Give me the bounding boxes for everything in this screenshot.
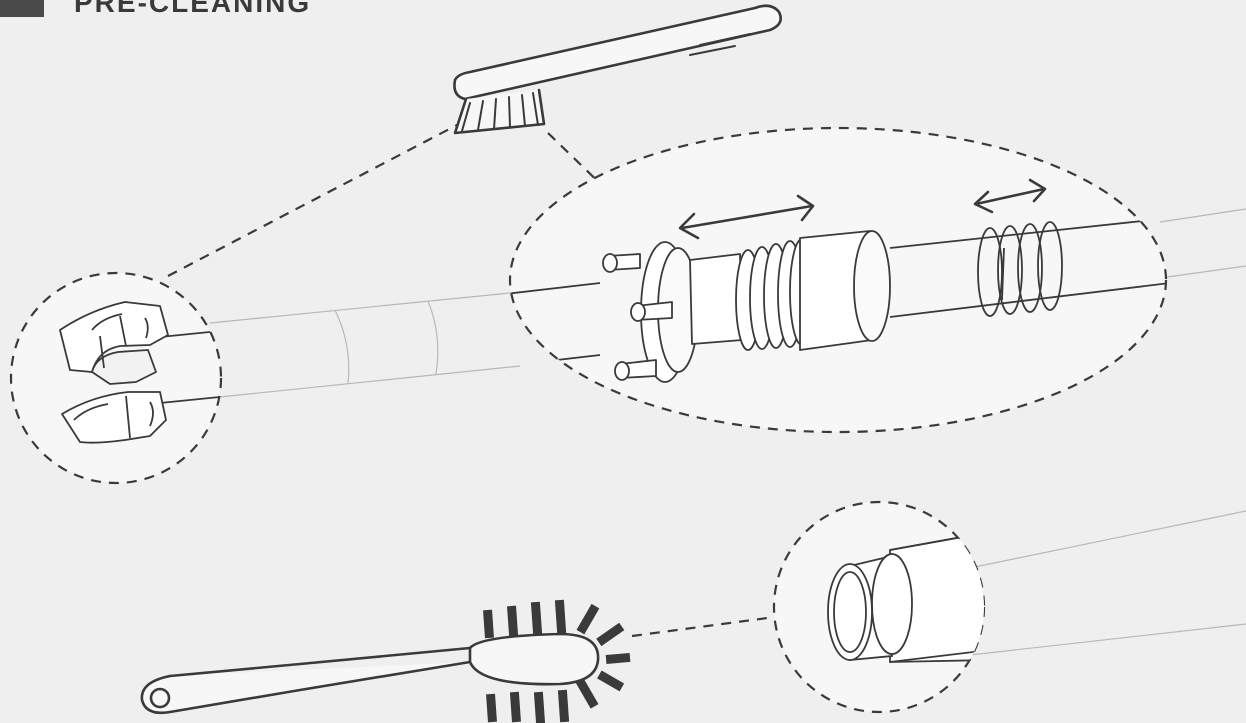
left-detail-lens <box>9 271 223 485</box>
heading-marker <box>0 0 44 17</box>
double-arrow-icon <box>678 194 815 240</box>
cross-valve-part <box>59 301 169 444</box>
tube-background-lines <box>209 208 1246 656</box>
connector-part <box>602 221 1063 383</box>
double-arrow-icon <box>973 178 1047 214</box>
center-detail-lens <box>508 126 1168 434</box>
bottle-brush-icon <box>140 599 631 723</box>
scrub-brush-icon <box>453 4 782 135</box>
bottom-detail-lens <box>772 500 986 714</box>
page-title: PRE-CLEANING <box>74 0 312 18</box>
section-heading: PRE-CLEANING <box>0 0 311 18</box>
